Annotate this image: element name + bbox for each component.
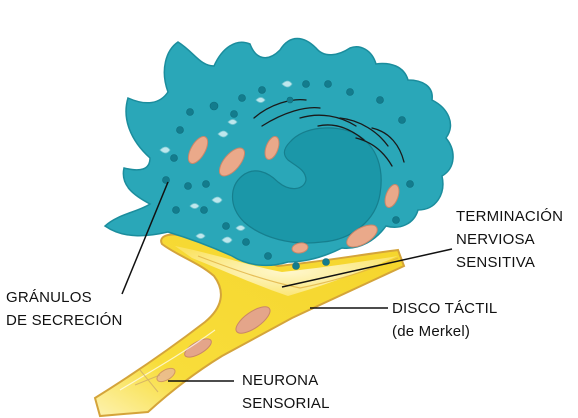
granule	[173, 207, 180, 214]
granule	[393, 217, 400, 224]
label-neuron-line2: SENSORIAL	[242, 392, 330, 415]
label-termination-line2: NERVIOSA	[456, 228, 563, 251]
label-termination: TERMINACIÓN NERVIOSA SENSITIVA	[456, 205, 563, 274]
granule	[187, 109, 194, 116]
label-granules-line1: GRÁNULOS	[6, 286, 123, 309]
granule	[347, 89, 354, 96]
granule	[223, 223, 230, 230]
granule	[171, 155, 178, 162]
granule	[399, 117, 406, 124]
granule	[259, 87, 266, 94]
granule	[185, 183, 192, 190]
granule	[201, 207, 208, 214]
label-neuron: NEURONA SENSORIAL	[242, 369, 330, 415]
label-disc-line1: DISCO TÁCTIL	[392, 297, 497, 320]
granule	[293, 263, 300, 270]
granule	[177, 127, 184, 134]
granule	[210, 102, 218, 110]
granule	[323, 259, 330, 266]
label-neuron-line1: NEURONA	[242, 369, 330, 392]
granule	[265, 253, 272, 260]
granule	[407, 181, 414, 188]
granule	[231, 111, 238, 118]
label-disc-line2: (de Merkel)	[392, 320, 497, 343]
granule	[303, 81, 310, 88]
granule	[377, 97, 384, 104]
granule	[287, 97, 293, 103]
label-granules-line2: DE SECRECIÓN	[6, 309, 123, 332]
label-granules: GRÁNULOS DE SECRECIÓN	[6, 286, 123, 332]
granule	[325, 81, 332, 88]
granule	[203, 181, 210, 188]
label-termination-line3: SENSITIVA	[456, 251, 563, 274]
granule	[239, 95, 246, 102]
granule	[243, 239, 250, 246]
label-disc: DISCO TÁCTIL (de Merkel)	[392, 297, 497, 343]
label-termination-line1: TERMINACIÓN	[456, 205, 563, 228]
